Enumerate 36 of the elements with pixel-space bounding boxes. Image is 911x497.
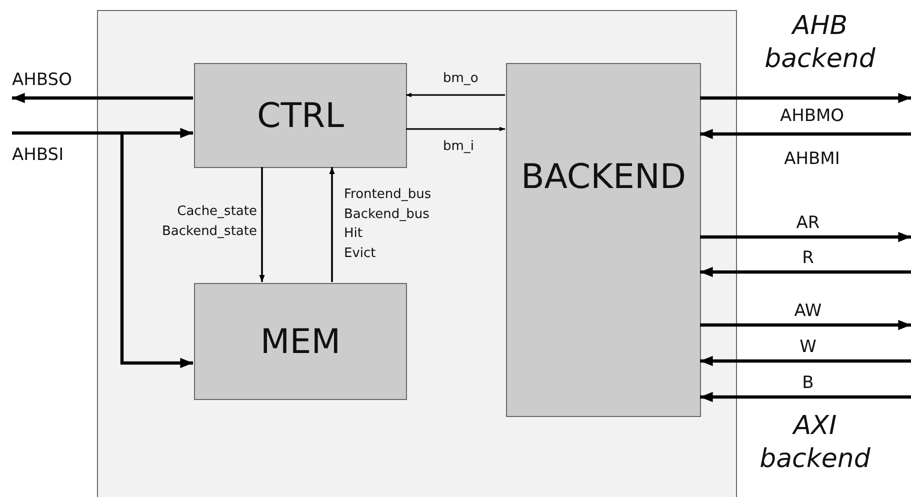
block-title: CTRL <box>256 96 346 136</box>
signal-label: AR <box>795 212 821 235</box>
signal-label: Frontend_bus Backend_bus Hit Evict <box>344 186 432 262</box>
arrow <box>700 320 911 330</box>
signal-label: AHBSO <box>12 69 72 92</box>
signal-label: bm_i <box>443 138 474 156</box>
arrow <box>406 92 505 98</box>
arrow <box>259 167 265 282</box>
arrow <box>700 266 911 278</box>
arrow <box>12 128 193 138</box>
signal-label: Cache_state Backend_state <box>162 203 257 240</box>
signal-label: B <box>801 372 815 395</box>
signal-label: W <box>798 336 818 359</box>
arrow <box>700 128 911 140</box>
signal-label: R <box>801 247 815 270</box>
arrow <box>406 126 505 132</box>
block-box <box>194 63 407 168</box>
block-title: BACKEND <box>520 156 688 197</box>
signal-label: AHBMO <box>778 105 846 128</box>
arrow <box>12 92 193 104</box>
signal-label: bm_o <box>443 70 478 88</box>
signal-label: AW <box>793 300 823 323</box>
interface-label: AXI backend <box>758 410 872 476</box>
block-title: MEM <box>259 322 342 362</box>
arrow <box>329 167 335 282</box>
arrow <box>700 92 911 104</box>
arrow <box>700 356 911 366</box>
signal-label: AHBSI <box>12 144 64 167</box>
block-box <box>506 63 701 417</box>
module-box <box>97 10 737 497</box>
interface-label: AHB backend <box>764 10 876 76</box>
arrow <box>120 133 193 368</box>
arrow <box>700 392 911 402</box>
arrow <box>700 232 911 242</box>
block-box <box>194 283 407 400</box>
signal-label: AHBMI <box>783 148 841 171</box>
